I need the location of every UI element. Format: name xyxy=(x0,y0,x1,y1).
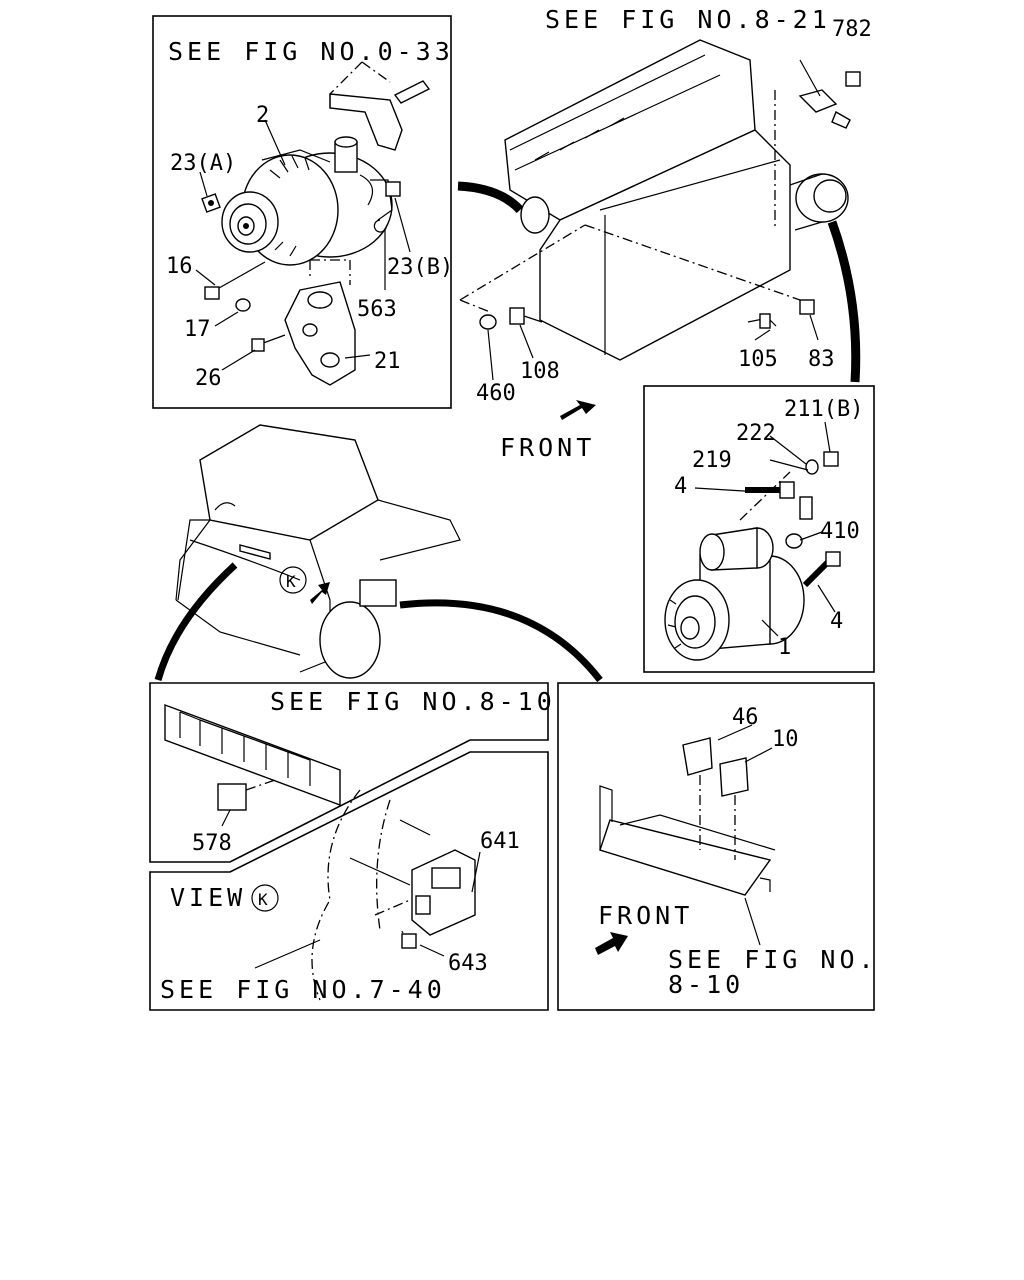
part-211b-label: 211(B) xyxy=(784,397,863,422)
link-arrow-relay-bracket xyxy=(154,562,238,681)
see-fig-no-label: SEE FIG NO. xyxy=(668,945,878,974)
starter-box: 211(B) 222 219 4 410 4 1 xyxy=(643,385,875,673)
front-label-engine: FRONT xyxy=(500,433,595,462)
part-4a-label: 4 xyxy=(674,474,687,499)
see-fig-0-33-label: SEE FIG NO.0-33 xyxy=(168,37,454,66)
part-83-label: 83 xyxy=(808,347,835,372)
part-578-label: 578 xyxy=(192,831,232,856)
part-46-label: 46 xyxy=(732,705,759,730)
part-4b-label: 4 xyxy=(830,609,843,634)
part-108-label: 108 xyxy=(520,359,560,384)
part-219-label: 219 xyxy=(692,448,732,473)
part-105-label: 105 xyxy=(738,347,778,372)
part-2-label: 2 xyxy=(256,103,269,128)
alternator-drawing xyxy=(221,136,393,266)
part-10-label: 10 xyxy=(772,727,799,752)
part-641-label: 641 xyxy=(480,829,520,854)
part-1-label: 1 xyxy=(778,635,791,660)
see-fig-8-10-label-a: SEE FIG NO.8-10 xyxy=(270,687,556,716)
view-k-box: VIEW K 641 643 SEE FIG NO.7-40 xyxy=(149,751,549,1011)
part-23b-label: 23(B) xyxy=(387,255,453,280)
part-643-label: 643 xyxy=(448,951,488,976)
part-222-label: 222 xyxy=(736,421,776,446)
relay-box-box: 46 10 FRONT SEE FIG NO. 8-10 xyxy=(557,682,878,1011)
part-26-label: 26 xyxy=(195,366,222,391)
relay-bracket-box: SEE FIG NO.8-10 578 xyxy=(149,682,556,863)
part-23a-label: 23(A) xyxy=(170,151,236,176)
upper-bracket xyxy=(329,61,431,151)
alternator-box: SEE FIG NO.0-33 xyxy=(152,15,454,409)
see-fig-8-21-label: SEE FIG NO.8-21 xyxy=(545,5,831,34)
lower-bracket xyxy=(284,259,356,386)
part-17-label: 17 xyxy=(184,317,211,342)
part-21-label: 21 xyxy=(374,349,401,374)
fasteners xyxy=(201,181,401,352)
link-arrow-alternator xyxy=(457,181,524,214)
part-460-label: 460 xyxy=(476,381,516,406)
see-fig-8-10-label-b: 8-10 xyxy=(668,970,744,999)
see-fig-7-40-label: SEE FIG NO.7-40 xyxy=(160,975,446,1004)
link-arrow-relay-box xyxy=(399,599,603,683)
part-16-label: 16 xyxy=(166,254,193,279)
part-410-label: 410 xyxy=(820,519,860,544)
truck-cab-drawing: K xyxy=(175,424,461,679)
view-k-marker: K xyxy=(286,572,296,591)
part-563-label: 563 xyxy=(357,297,397,322)
link-arrow-starter xyxy=(827,220,861,383)
engine-drawing: SEE FIG NO.8-21 782 105 83 xyxy=(459,5,872,462)
view-letter: K xyxy=(258,890,268,909)
front-label-relay: FRONT xyxy=(598,901,693,930)
part-782-label: 782 xyxy=(832,17,872,42)
view-label: VIEW xyxy=(170,883,246,912)
